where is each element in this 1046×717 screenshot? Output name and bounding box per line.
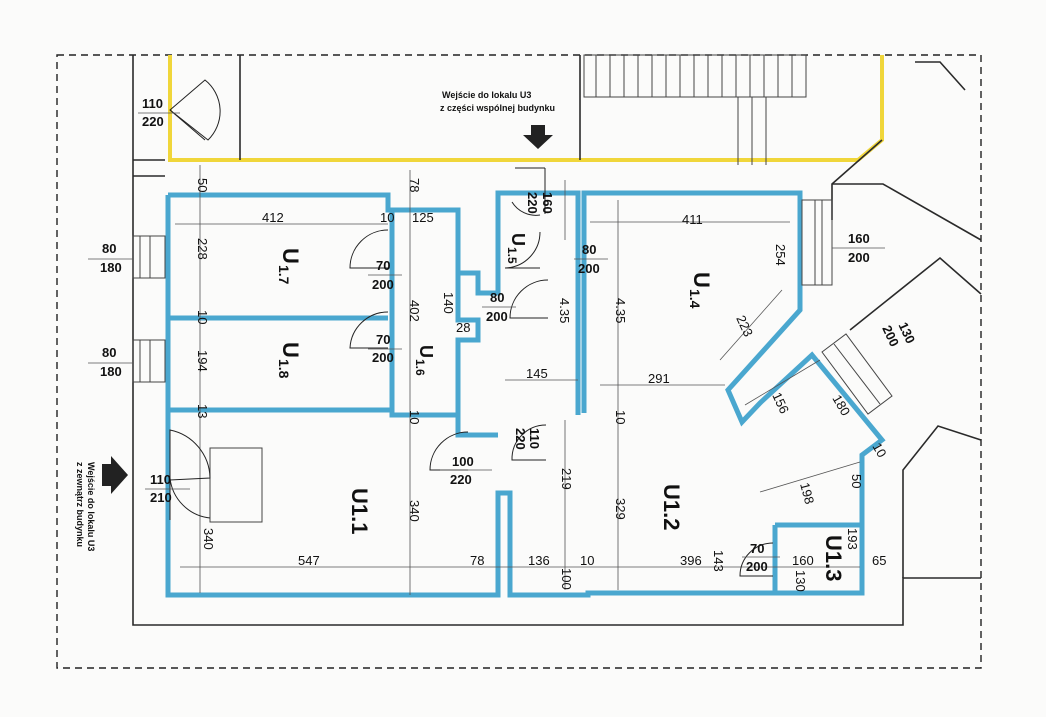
common-corridor-outline bbox=[168, 55, 884, 162]
room-sublabel-u18: 1.8 bbox=[276, 359, 292, 379]
entrance-left-arrow-icon bbox=[102, 456, 128, 494]
label-dims-d411: 411 bbox=[682, 212, 703, 227]
entrance-top-note-line1: Wejście do lokalu U3 bbox=[442, 90, 531, 100]
label-dims-d340a: 340 bbox=[201, 528, 216, 550]
label-dims-d291: 291 bbox=[648, 371, 670, 386]
label-dims-d396: 396 bbox=[680, 553, 702, 568]
entrance-left-note-line2: z zewnątrz budynku bbox=[75, 462, 85, 547]
label-dims-d10e: 10 bbox=[869, 440, 889, 460]
label-dims-d254: 254 bbox=[773, 244, 788, 266]
room-label-u18: U bbox=[278, 342, 303, 358]
label-openings-door_mid-w: 110 bbox=[527, 428, 542, 449]
label-dims-d193: 193 bbox=[845, 528, 860, 550]
room-label-u15: U bbox=[508, 233, 528, 246]
doors bbox=[169, 79, 774, 577]
entrance-left-note-line1: Wejście do lokalu U3 bbox=[86, 462, 96, 551]
label-dims-d435a: 4.35 bbox=[557, 298, 572, 323]
label-openings-entry_left_door-w: 110 bbox=[150, 472, 171, 487]
label-dims-d402: 402 bbox=[407, 300, 422, 322]
label-dims-d28: 28 bbox=[456, 320, 470, 335]
label-dims-d143: 143 bbox=[711, 550, 726, 572]
label-dims-d130: 130 bbox=[793, 570, 808, 592]
label-openings-door_u11-h: 220 bbox=[450, 472, 472, 487]
label-openings-win_u17-h: 180 bbox=[100, 260, 122, 275]
label-dims-d50: 50 bbox=[195, 178, 210, 192]
label-dims-d10c: 10 bbox=[407, 410, 422, 424]
label-openings-win_u14-w: 160 bbox=[848, 231, 870, 246]
label-dims-d50b: 50 bbox=[849, 474, 864, 488]
entrance-top-note-line2: z części wspólnej budynku bbox=[440, 103, 555, 113]
label-openings-entry_left_door-h: 210 bbox=[150, 490, 172, 505]
label-openings-door_u16-h: 200 bbox=[486, 309, 508, 324]
label-dims-d412: 412 bbox=[262, 210, 284, 225]
label-dims-d145: 145 bbox=[526, 366, 548, 381]
label-openings-door_u18-w: 70 bbox=[376, 332, 390, 347]
label-dims-d156: 156 bbox=[769, 390, 792, 416]
label-dims-d65: 65 bbox=[872, 553, 886, 568]
label-dims-d160: 160 bbox=[792, 553, 814, 568]
label-openings-door_u11-w: 100 bbox=[452, 454, 474, 469]
label-dims-d10f: 10 bbox=[580, 553, 594, 568]
label-dims-d140: 140 bbox=[441, 292, 456, 314]
label-dims-d78: 78 bbox=[470, 553, 484, 568]
room-label-u16: U bbox=[416, 345, 436, 358]
label-dims-d10b: 10 bbox=[195, 310, 210, 324]
label-openings-door_top_center-h: 220 bbox=[525, 192, 540, 214]
label-dims-d78top: 78 bbox=[407, 178, 422, 192]
label-dims-d194: 194 bbox=[195, 350, 210, 372]
opening-labels: 110 220 80 180 80 180 110 210 160 220 70… bbox=[88, 96, 918, 574]
label-openings-win_u14-h: 200 bbox=[848, 250, 870, 265]
label-openings-win_u17-w: 80 bbox=[102, 241, 116, 256]
label-dims-d100: 100 bbox=[559, 568, 574, 590]
label-openings-door_mid-h: 220 bbox=[513, 428, 528, 450]
label-openings-door_u17-h: 200 bbox=[372, 277, 394, 292]
label-openings-top_left_door-h: 220 bbox=[142, 114, 164, 129]
label-openings-door_top_center-w: 160 bbox=[540, 192, 555, 214]
room-sublabel-u17: 1.7 bbox=[276, 265, 292, 285]
dimension-values: 412 10 125 411 50 78 228 10 194 13 402 1… bbox=[195, 178, 890, 592]
label-dims-d223: 223 bbox=[733, 313, 756, 339]
label-openings-door_u15-h: 200 bbox=[578, 261, 600, 276]
room-label-u17: U bbox=[278, 248, 303, 264]
label-openings-door_u13-h: 200 bbox=[746, 559, 768, 574]
label-openings-win_u18-h: 180 bbox=[100, 364, 122, 379]
windows bbox=[132, 199, 893, 415]
room-sublabel-u15: 1.5 bbox=[505, 247, 519, 264]
room-label-u14: U bbox=[689, 272, 714, 288]
room-sublabel-u16: 1.6 bbox=[413, 359, 427, 376]
label-openings-door_u17-w: 70 bbox=[376, 258, 390, 273]
label-openings-door_u15-w: 80 bbox=[582, 242, 596, 257]
unit-boundary bbox=[165, 190, 886, 598]
label-openings-door_u13-w: 70 bbox=[750, 541, 764, 556]
entrance-top-arrow-icon bbox=[523, 125, 553, 149]
label-dims-d340b: 340 bbox=[407, 500, 422, 522]
label-dims-d329: 329 bbox=[613, 498, 628, 520]
label-openings-top_left_door-w: 110 bbox=[142, 96, 163, 111]
label-dims-d10a: 10 bbox=[380, 210, 394, 225]
label-dims-d198: 198 bbox=[797, 481, 817, 506]
label-dims-d13: 13 bbox=[195, 404, 210, 418]
staircase bbox=[583, 54, 807, 165]
label-dims-d180: 180 bbox=[829, 392, 853, 418]
building-walls bbox=[132, 55, 982, 626]
label-dims-d136: 136 bbox=[528, 553, 550, 568]
room-label-u12: U1.2 bbox=[659, 484, 684, 530]
label-openings-door_u18-h: 200 bbox=[372, 350, 394, 365]
label-dims-d125: 125 bbox=[412, 210, 434, 225]
label-dims-d435b: 4.35 bbox=[613, 298, 628, 323]
room-label-u11: U1.1 bbox=[347, 488, 372, 534]
label-dims-d547: 547 bbox=[298, 553, 320, 568]
label-dims-d10d: 10 bbox=[613, 410, 628, 424]
label-openings-win_u18-w: 80 bbox=[102, 345, 116, 360]
dimension-lines bbox=[175, 165, 861, 595]
label-openings-door_u16-w: 80 bbox=[490, 290, 504, 305]
label-dims-d219: 219 bbox=[559, 468, 574, 490]
room-label-u13: U1.3 bbox=[821, 535, 846, 581]
label-dims-d228: 228 bbox=[195, 238, 210, 260]
room-sublabel-u14: 1.4 bbox=[687, 289, 703, 309]
